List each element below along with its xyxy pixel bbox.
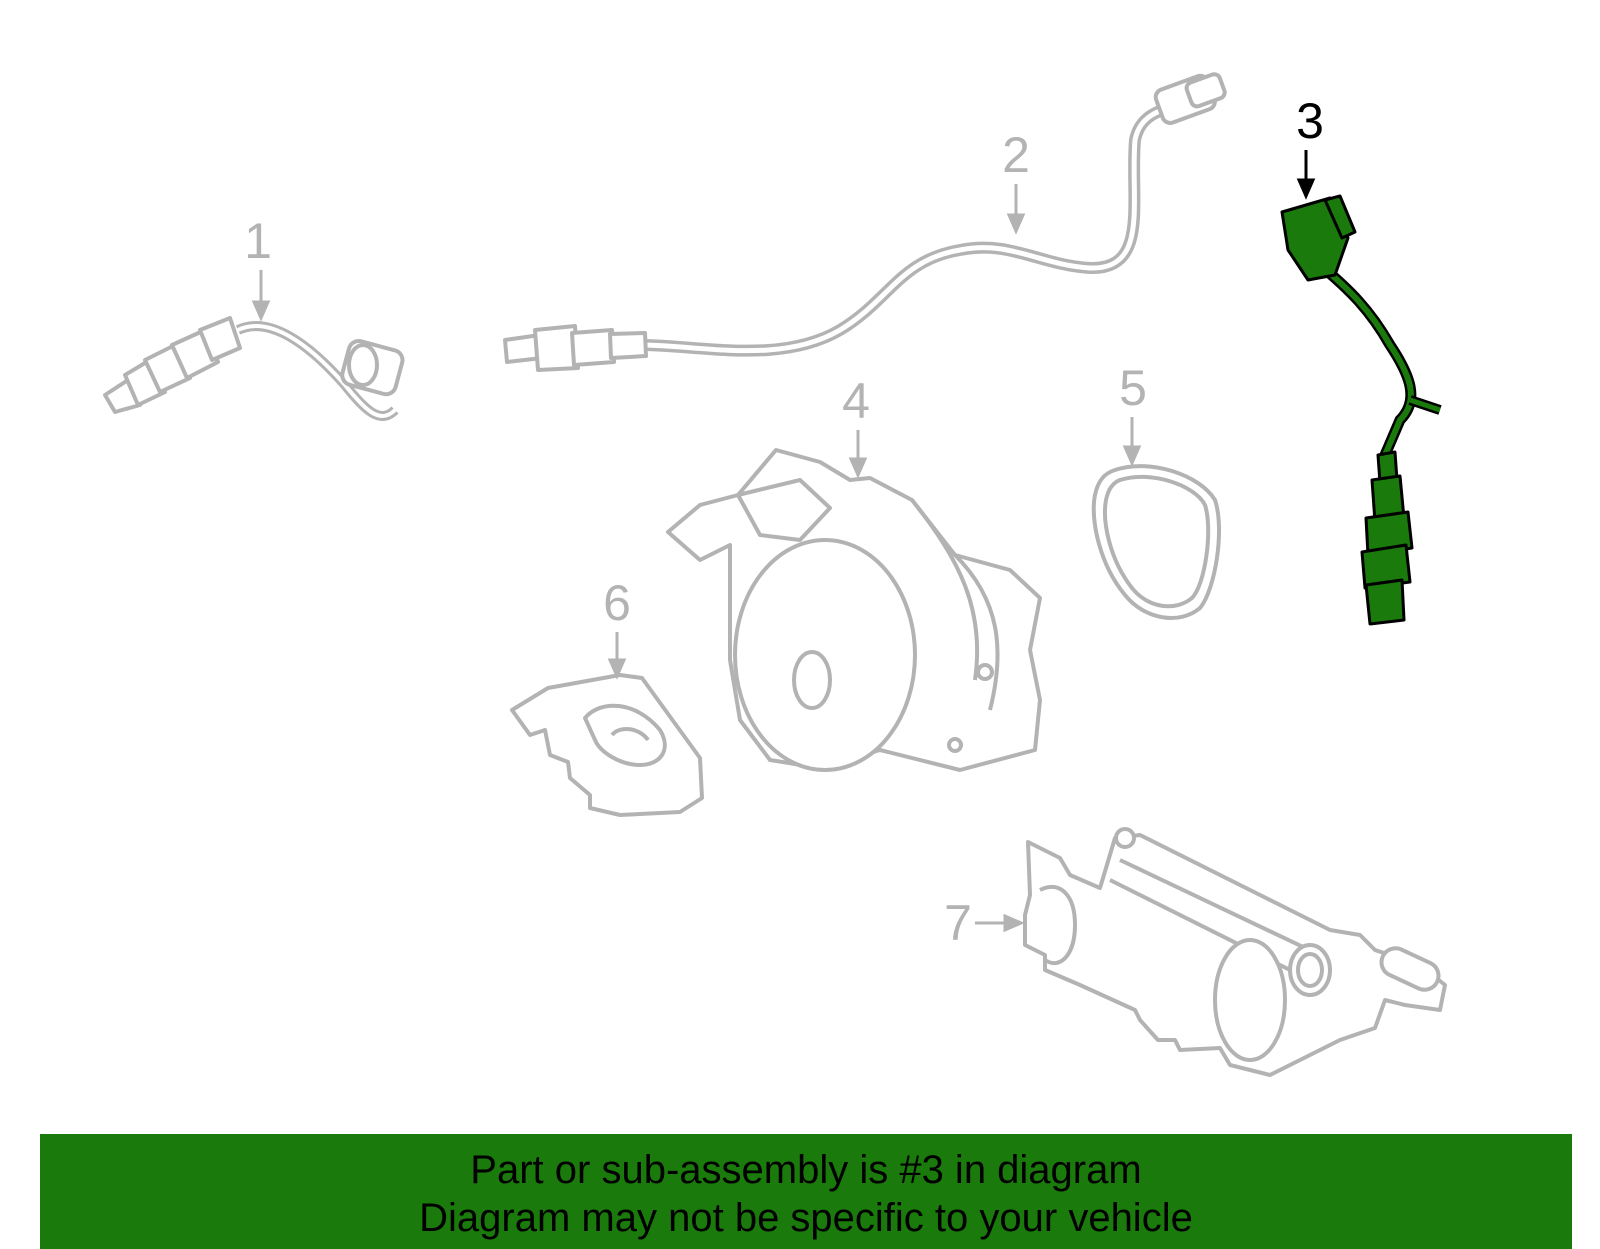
part-2-oxygen-sensor[interactable]	[503, 72, 1227, 372]
callout-6: 6	[603, 575, 631, 631]
arrow-5	[1122, 417, 1142, 467]
arrow-7	[975, 913, 1025, 933]
part-6-bracket[interactable]	[510, 673, 704, 817]
arrow-2	[1006, 184, 1026, 235]
arrow-1	[251, 270, 271, 322]
callout-7: 7	[944, 895, 972, 951]
callout-4: 4	[842, 373, 870, 429]
banner-line-1: Part or sub-assembly is #3 in diagram	[470, 1148, 1142, 1192]
callout-1: 1	[244, 213, 272, 269]
arrow-3	[1296, 150, 1316, 200]
callout-3: 3	[1296, 93, 1324, 149]
part-4-motor-assembly[interactable]	[666, 448, 1042, 772]
arrow-4	[848, 430, 868, 479]
part-3-oxygen-sensor[interactable]	[1280, 194, 1442, 626]
info-banner: Part or sub-assembly is #3 in diagram Di…	[40, 1134, 1572, 1249]
banner-line-2: Diagram may not be specific to your vehi…	[419, 1196, 1193, 1240]
callout-5: 5	[1119, 360, 1147, 416]
callout-2: 2	[1002, 127, 1030, 183]
arrow-6	[607, 632, 627, 680]
parts-diagram: 1 2 3	[103, 72, 1447, 1077]
part-5-gasket[interactable]	[1091, 464, 1222, 620]
part-7-canister[interactable]	[1023, 827, 1447, 1077]
part-1-oxygen-sensor[interactable]	[103, 316, 405, 421]
